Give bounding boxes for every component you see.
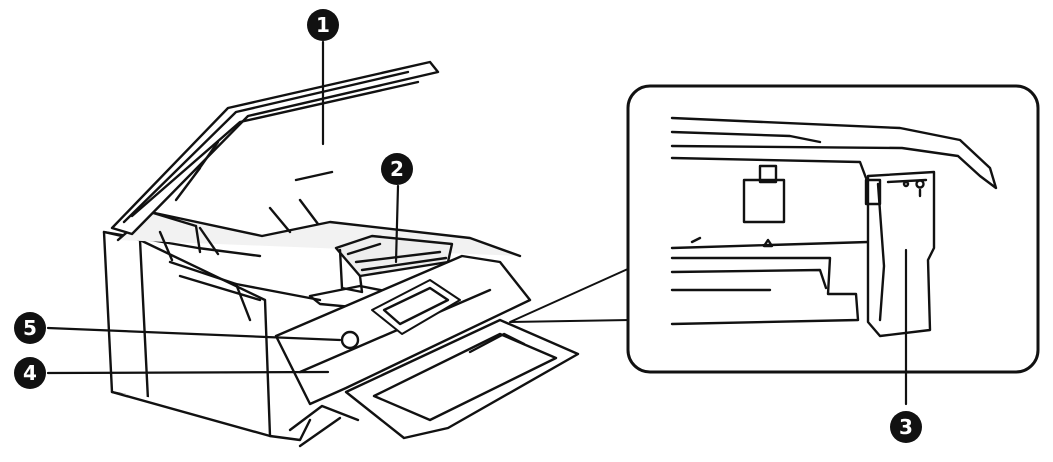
- callout-1: 1: [307, 9, 339, 41]
- callout-4: 4: [14, 357, 46, 389]
- callout-3-label: 3: [899, 415, 913, 439]
- callout-1-label: 1: [316, 13, 330, 37]
- callout-5: 5: [14, 312, 46, 344]
- output-tray: [288, 318, 580, 448]
- callout-3: 3: [890, 411, 922, 443]
- zoom-connector: [509, 267, 631, 323]
- scanner-unit-lid: [110, 60, 440, 236]
- callout-4-label: 4: [23, 361, 37, 385]
- zoom-detail-panel: [626, 84, 1040, 374]
- callout-5-label: 5: [23, 316, 37, 340]
- control-panel: [274, 254, 532, 406]
- callout-2: 2: [381, 153, 413, 185]
- leader-lines: [46, 40, 908, 406]
- power-button[interactable]: [340, 330, 360, 350]
- callout-2-label: 2: [390, 157, 404, 181]
- printer-body: [102, 198, 522, 442]
